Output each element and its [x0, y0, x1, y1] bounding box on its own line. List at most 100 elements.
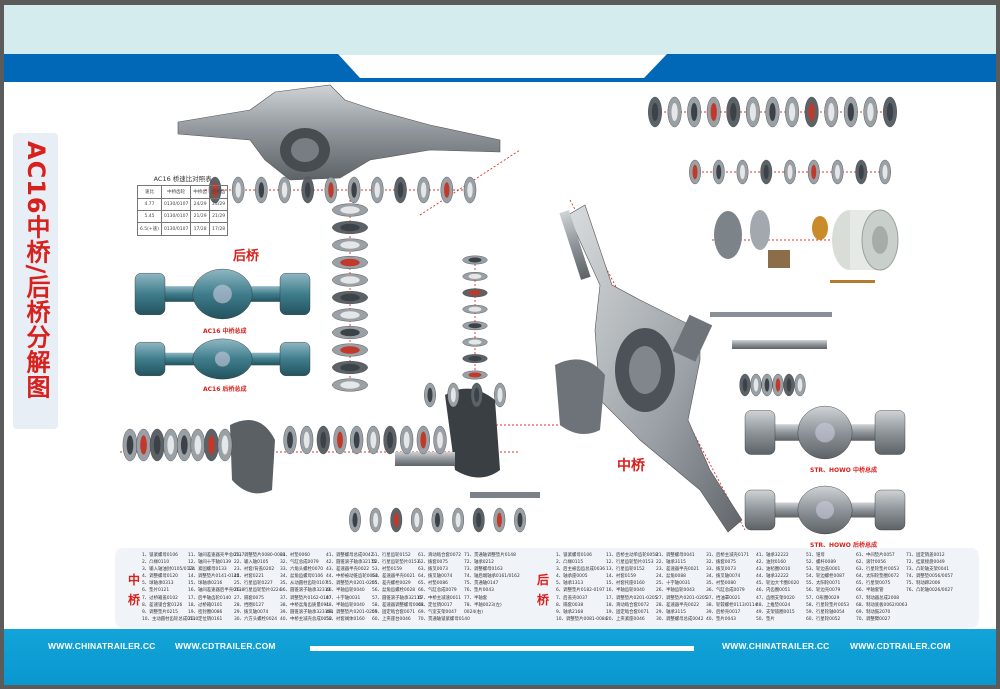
- bearing-ring: [462, 370, 488, 380]
- footer-link-chinatrailer-right[interactable]: WWW.CHINATRAILER.CC: [722, 641, 830, 651]
- ring-inner: [221, 435, 229, 455]
- list-item: 53、轮边盖0001: [806, 567, 841, 573]
- ring-inner: [287, 431, 293, 449]
- list-item: 44、轴承32222: [756, 574, 789, 580]
- gear: [332, 343, 368, 357]
- list-item: 58、行星轮垫片0053: [806, 602, 850, 608]
- list-item: 49、调整垫片0201-0205: [326, 609, 378, 615]
- ring-inner: [340, 381, 360, 389]
- list-item: 25、十字轴0031: [656, 581, 691, 587]
- ring-inner: [468, 356, 482, 362]
- footer-link-cdtrailer[interactable]: WWW.CDTRAILER.COM: [175, 641, 276, 651]
- gear: [706, 96, 721, 128]
- list-item: 23、衬套/背盖0202: [234, 567, 275, 573]
- bearing-ring: [163, 428, 179, 462]
- ring-inner: [420, 431, 427, 449]
- bearing-ring: [750, 373, 762, 397]
- wheel-hub-left: [744, 410, 776, 455]
- gear: [333, 425, 347, 455]
- ring-inner: [340, 328, 360, 337]
- list-item: 34、拨叉轴0074: [706, 574, 741, 580]
- list-item: 57、圆锥滚子轴承32115: [372, 595, 423, 601]
- list-item: 46、半轴齿轮0040: [326, 588, 365, 594]
- bearing-ring: [332, 326, 368, 340]
- bearing-ring: [760, 159, 773, 185]
- bearing-ring: [470, 382, 483, 408]
- table-cell: 4.77: [137, 198, 162, 211]
- list-item: 69、制动鼓2070: [856, 609, 891, 615]
- ring-inner: [340, 241, 360, 249]
- ring-inner: [320, 431, 327, 449]
- list-item: 29、拨叉轴0074: [234, 609, 269, 615]
- gear: [736, 159, 749, 185]
- list-item: 11、轴间差速器壳半总0137: [188, 553, 245, 558]
- ac16-rear-assembly-label: AC16 后桥总成: [203, 386, 247, 393]
- gear: [514, 507, 526, 533]
- bearing-ring: [855, 159, 868, 185]
- list-item: 59、行星轮轴0054: [806, 609, 845, 615]
- bearing-ring: [301, 176, 314, 204]
- brake-drum: [832, 209, 899, 271]
- bearing-ring: [726, 96, 741, 128]
- list-item: 36、气缸总成0079: [706, 588, 745, 594]
- wheel-hub-left: [744, 489, 776, 531]
- list-item: 76、凸轮轴0026/0027: [906, 588, 953, 594]
- table-cell: 6.5(+速): [137, 222, 162, 236]
- list-item: 20、上夹紧座0046: [606, 616, 645, 622]
- list-item: 33、六角头螺栓0070: [280, 567, 324, 573]
- title-panel: AC16中桥/后桥分解图: [13, 133, 58, 429]
- bearing-ring: [332, 203, 368, 217]
- ring-inner: [258, 182, 265, 198]
- ring-inner: [420, 182, 427, 198]
- ring-inner: [434, 512, 441, 528]
- list-item: 50、垫片: [756, 616, 775, 622]
- list-item: 68、制动底板0062/0063: [856, 602, 908, 608]
- ring-inner: [811, 164, 817, 180]
- list-item: 62、拨套0075: [418, 560, 448, 566]
- list-item: 18、过桥箱0101: [188, 602, 223, 608]
- wheel-hub-right: [874, 410, 906, 455]
- list-item: 64、拨叉轴0074: [418, 574, 453, 580]
- list-item: 9、调整垫片0215: [142, 609, 178, 615]
- gear: [883, 96, 897, 128]
- ring-inner: [753, 378, 759, 392]
- footer-link-cdtrailer-right[interactable]: WWW.CDTRAILER.COM: [850, 641, 951, 651]
- list-item: 76、垫片0043: [464, 588, 494, 594]
- ring-inner: [692, 164, 698, 180]
- str-howo-rear-assembly-label: STR、HOWO 后桥总成: [810, 542, 877, 549]
- ring-inner: [153, 435, 161, 455]
- list-item: 51、行星齿轮0152: [372, 553, 411, 558]
- list-item: 47、齿圈支架0020: [756, 595, 795, 601]
- table-row: 5.45 0130/0107 21/29 21/29: [137, 210, 229, 223]
- list-item: 21、调整垫片0080-0084: [234, 553, 286, 558]
- ring-inner: [455, 512, 461, 528]
- list-item: 24、盆角0088: [656, 574, 686, 580]
- ring-inner: [180, 435, 188, 455]
- bearing-ring: [324, 176, 338, 204]
- list-item: 53、衬垫0159: [372, 567, 402, 573]
- ring-inner: [353, 431, 360, 449]
- ring-inner: [468, 323, 482, 329]
- list-item: 63、拨叉0073: [418, 567, 448, 573]
- footer-link-chinatrailer[interactable]: WWW.CHINATRAILER.CC: [48, 641, 156, 651]
- bracket: [672, 314, 713, 362]
- table-header: 后桥齿: [208, 185, 229, 199]
- ring-inner: [749, 103, 757, 121]
- list-item: 30、六方头螺栓0024: [234, 616, 278, 622]
- ring-inner: [742, 378, 748, 392]
- ring-inner: [328, 182, 334, 198]
- gear: [390, 507, 403, 533]
- list-item: 14、衬套0159: [606, 574, 636, 580]
- list-item: 11、后桥主动单齿轮0058: [606, 553, 658, 558]
